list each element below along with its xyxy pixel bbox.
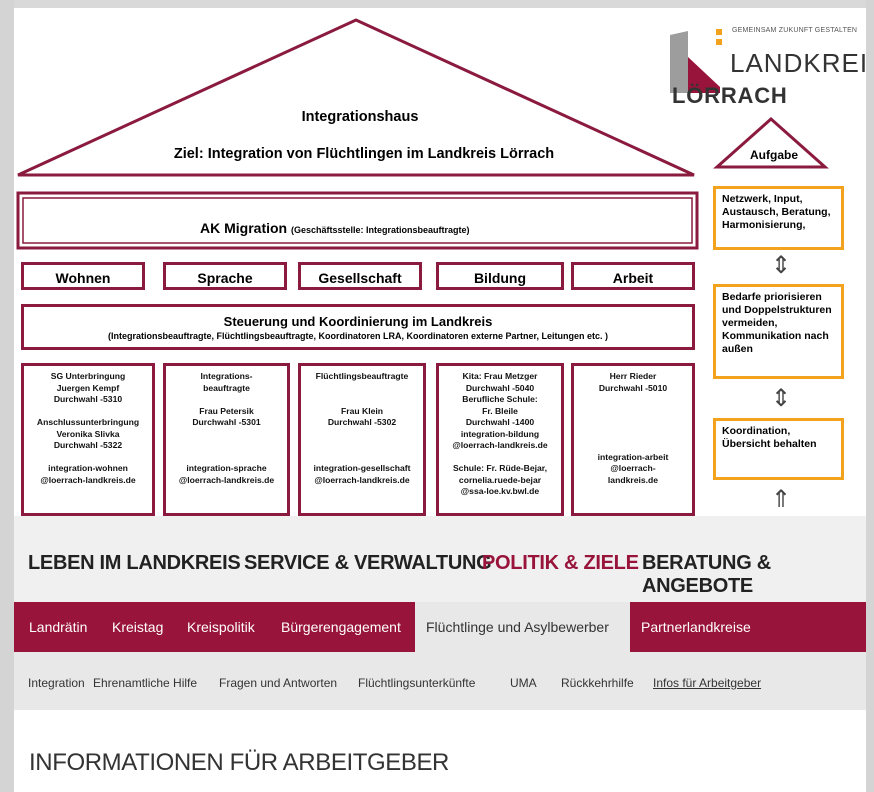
pillar-bildung: Bildung xyxy=(436,262,564,290)
double-arrow-icon: ⇕ xyxy=(771,252,792,279)
ak-migration-label: AK Migration (Geschäftsstelle: Integrati… xyxy=(200,220,470,236)
task-coordination: Koordination, Übersicht behalten xyxy=(713,418,844,480)
sub-nav-integration[interactable]: Integration xyxy=(28,676,85,690)
house-goal: Ziel: Integration von Flüchtlingen im La… xyxy=(173,146,555,162)
task-network: Netzwerk, Input, Austausch, Beratung, Ha… xyxy=(713,186,844,250)
sub-nav-fragen-antworten[interactable]: Fragen und Antworten xyxy=(219,676,338,690)
steering-box: Steuerung und Koordinierung im Landkreis… xyxy=(21,304,695,350)
main-nav-service[interactable]: SERVICE & VERWALTUNG xyxy=(244,552,492,574)
content-area: INFORMATIONEN FÜR ARBEITGEBER xyxy=(14,710,866,792)
sub-nav-rueckkehrhilfe[interactable]: Rückkehrhilfe xyxy=(561,676,634,690)
house-title: Integrationshaus xyxy=(301,109,419,125)
up-arrow-icon: ⇑ xyxy=(771,486,792,513)
pillar-wohnen: Wohnen xyxy=(21,262,145,290)
landkreis-logo: GEMEINSAM ZUKUNFT GESTALTEN LANDKREIS LÖ… xyxy=(666,21,866,117)
aufgabe-label: Aufgabe xyxy=(750,148,798,162)
active-tab-background xyxy=(415,602,630,652)
section-nav-landraetin[interactable]: Landrätin xyxy=(29,619,88,635)
sub-navigation: Integration Ehrenamtliche Hilfe Fragen u… xyxy=(14,652,866,710)
main-nav-beratung[interactable]: BERATUNG & ANGEBOTE xyxy=(642,552,771,597)
main-navigation: LEBEN IM LANDKREIS SERVICE & VERWALTUNG … xyxy=(14,516,866,602)
task-priorities: Bedarfe priorisieren und Doppelstrukture… xyxy=(713,284,844,379)
page-background-right xyxy=(866,0,874,792)
sub-nav-uma[interactable]: UMA xyxy=(510,676,537,690)
diagram-shapes xyxy=(16,18,829,250)
section-nav-kreispolitik[interactable]: Kreispolitik xyxy=(187,619,255,635)
section-navigation: Landrätin Kreistag Kreispolitik Bürgeren… xyxy=(14,602,866,652)
sub-nav-infos-arbeitgeber[interactable]: Infos für Arbeitgeber xyxy=(653,676,762,690)
site-navigation: LEBEN IM LANDKREIS SERVICE & VERWALTUNG … xyxy=(14,516,866,792)
section-nav-kreistag[interactable]: Kreistag xyxy=(112,619,164,635)
contact-wohnen: SG Unterbringung Juergen Kempf Durchwahl… xyxy=(21,363,155,516)
page-title: INFORMATIONEN FÜR ARBEITGEBER xyxy=(29,749,449,776)
section-nav-fluechtlinge[interactable]: Flüchtlinge und Asylbewerber xyxy=(426,619,609,635)
sub-nav-fluechtlingsunterkuenfte[interactable]: Flüchtlingsunterkünfte xyxy=(358,676,476,690)
contact-gesellschaft: Flüchtlingsbeauftragte Frau Klein Durchw… xyxy=(298,363,426,516)
main-nav-politik[interactable]: POLITIK & ZIELE xyxy=(482,552,639,574)
logo-mark-icon xyxy=(670,29,722,93)
pillar-sprache: Sprache xyxy=(163,262,287,290)
contact-arbeit: Herr Rieder Durchwahl -5010 integration-… xyxy=(571,363,695,516)
pillar-gesellschaft: Gesellschaft xyxy=(298,262,422,290)
double-arrow-icon: ⇕ xyxy=(771,385,792,412)
main-nav-leben[interactable]: LEBEN IM LANDKREIS xyxy=(28,552,241,574)
page-background-left xyxy=(0,0,14,792)
pillar-arbeit: Arbeit xyxy=(571,262,695,290)
contact-bildung: Kita: Frau Metzger Durchwahl -5040 Beruf… xyxy=(436,363,564,516)
integration-house-diagram: Integrationshaus Ziel: Integration von F… xyxy=(14,8,866,516)
section-nav-partnerlandkreise[interactable]: Partnerlandkreise xyxy=(641,619,751,635)
contact-sprache: Integrations- beauftragte Frau Petersik … xyxy=(163,363,290,516)
section-nav-buergerengagement[interactable]: Bürgerengagement xyxy=(281,619,401,635)
sub-nav-ehrenamtliche-hilfe[interactable]: Ehrenamtliche Hilfe xyxy=(93,676,198,690)
